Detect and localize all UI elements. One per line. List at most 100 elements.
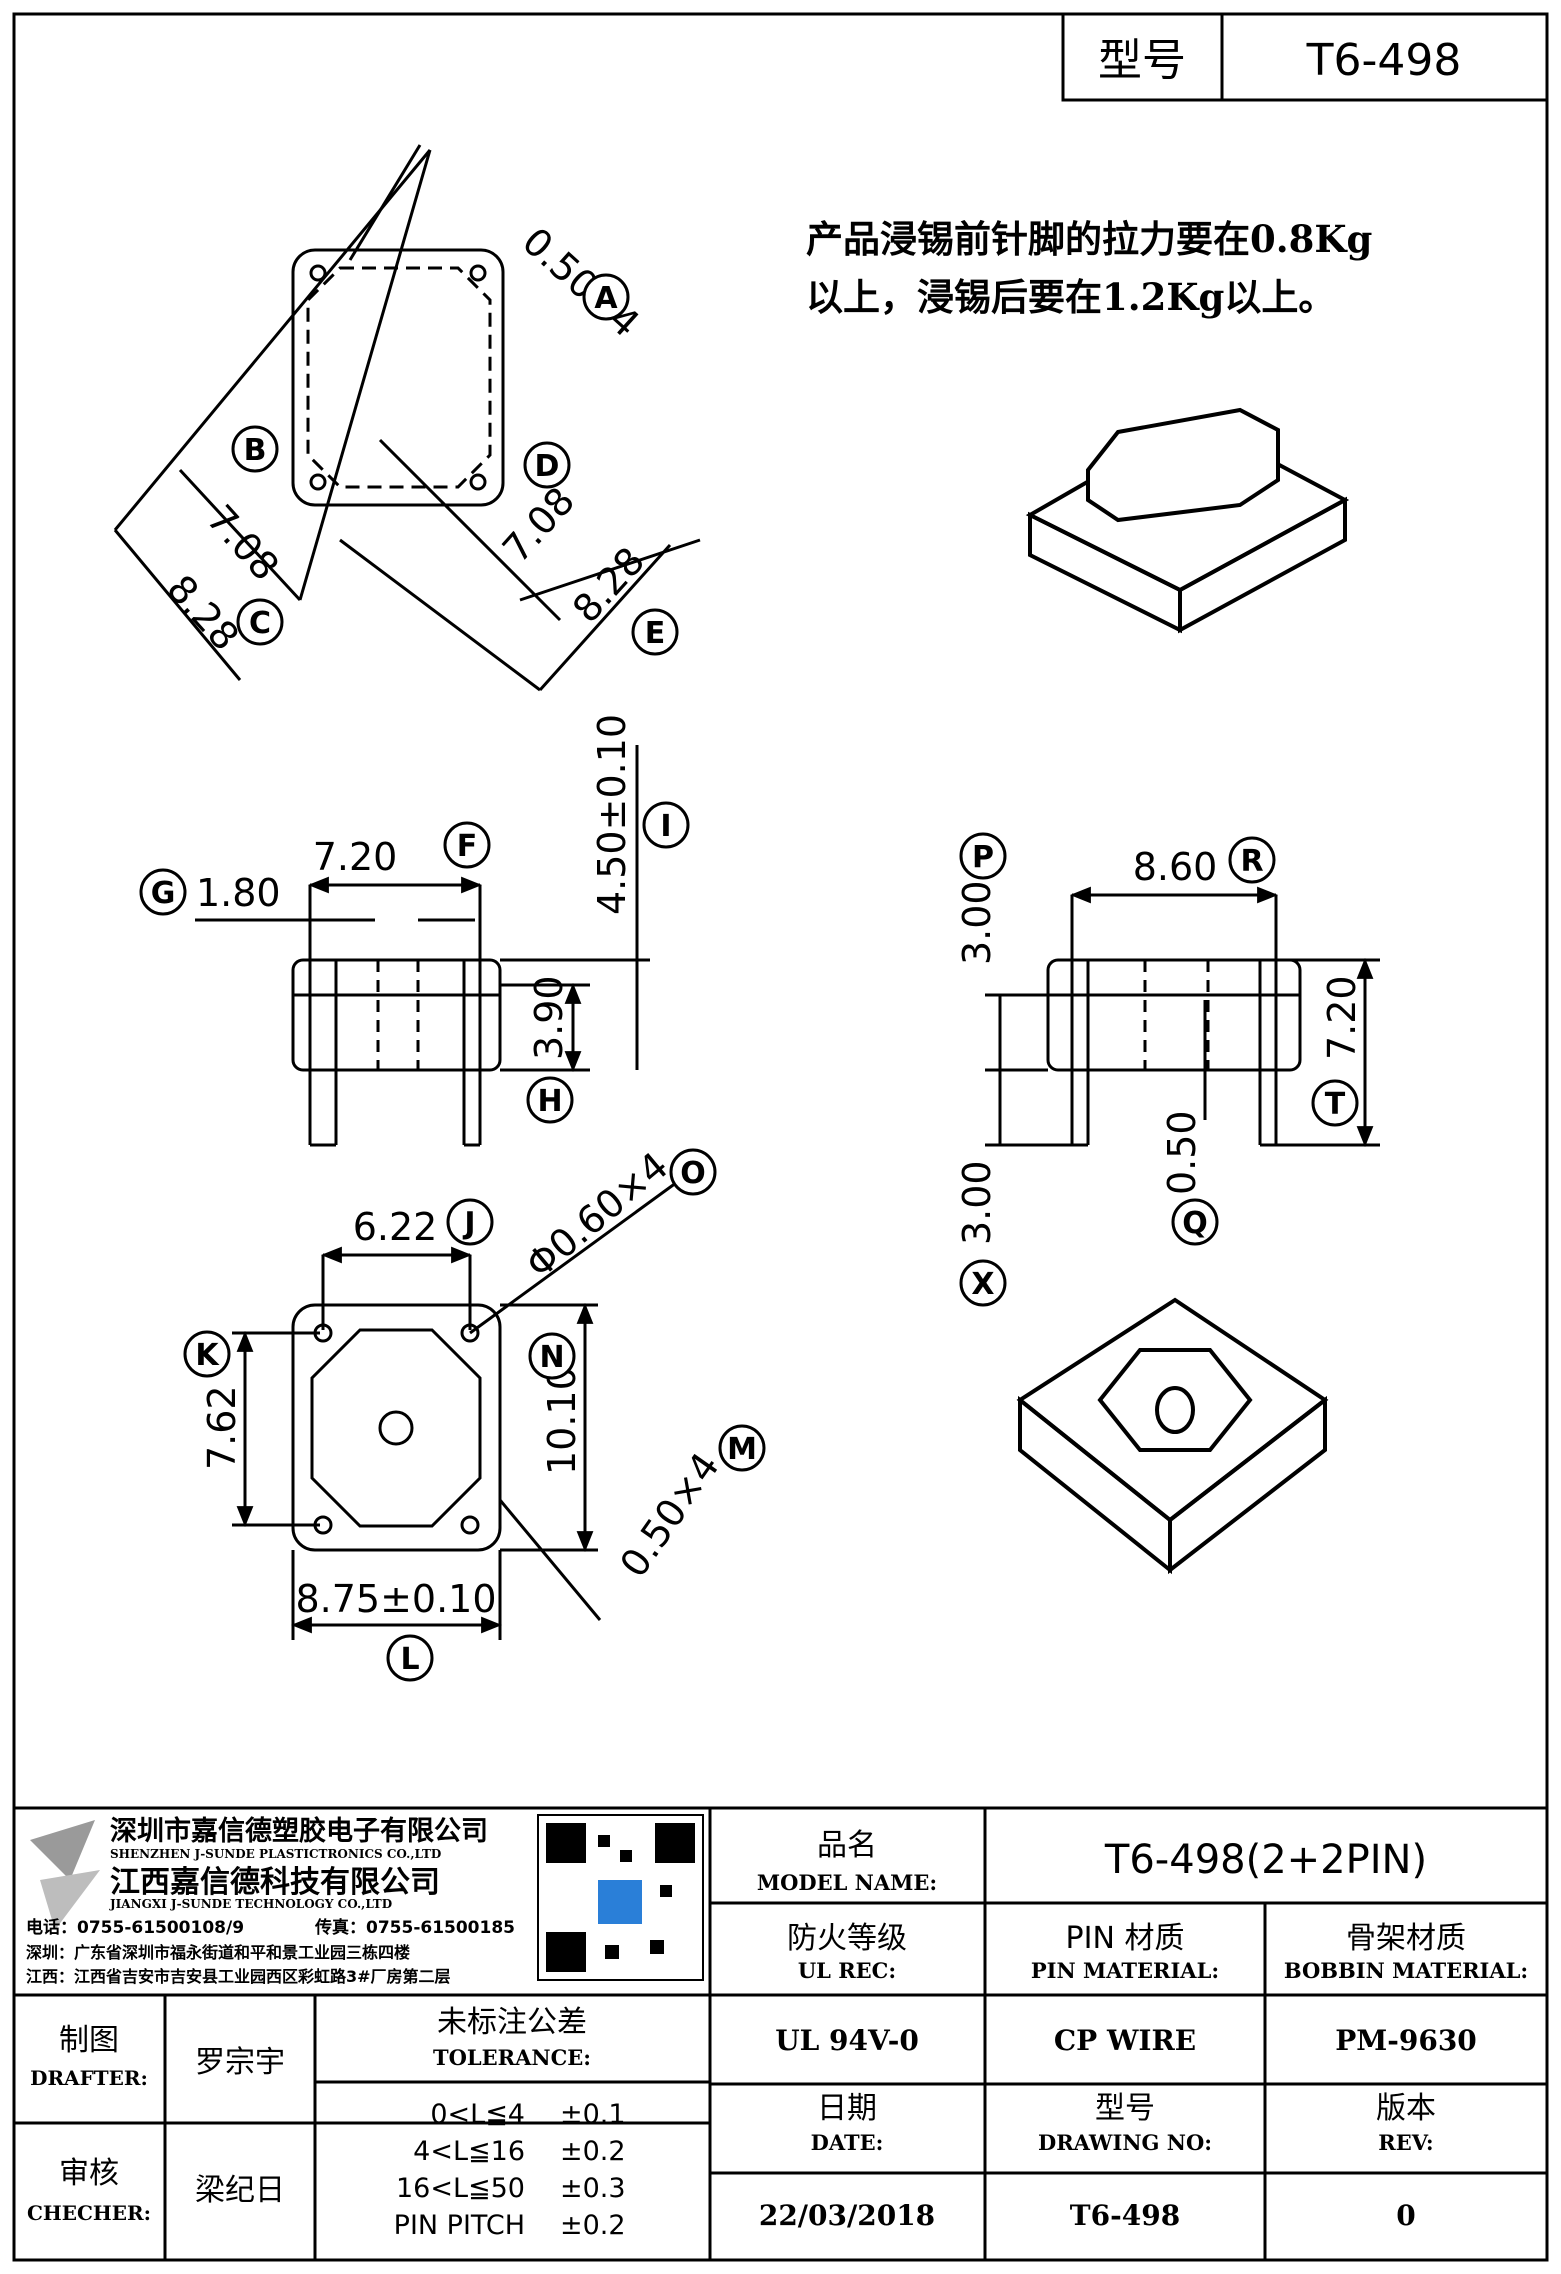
top-view-winding-dashed [306,266,492,489]
iso-view-top [1025,407,1350,634]
leader-slot [498,1499,602,1621]
side-view-body [1046,958,1302,1072]
header-model-box: 型号 T6-498 [1061,12,1549,102]
marker-O: O [669,1148,717,1196]
svg-text:Q: Q [1182,1206,1208,1241]
bottom-view-body [291,1303,502,1552]
drawing-no-value: T6-498 [1070,2199,1180,2232]
side-dim-total-height: 7.20 [1320,975,1364,1060]
sheet-border [12,12,1549,2262]
company-en-2: JIANGXI J-SUNDE TECHNOLOGY CO.,LTD [109,1897,392,1911]
front-dim-width: 7.20 [313,835,398,879]
svg-text:J: J [462,1206,475,1241]
tol-range-3: PIN PITCH [394,2210,525,2241]
header-model-label: 型号 [1098,35,1186,86]
qr-code [537,1814,704,1981]
svg-text:H: H [537,1084,562,1119]
rev-cn: 版本 [1376,2091,1436,2126]
drawing-no-en: DRAWING NO: [1038,2130,1212,2155]
top-view-body [291,248,505,507]
tolerance-table: 0<L≦4 ±0.1 4<L≦16 ±0.2 16<L≦50 ±0.3 PIN … [394,2099,626,2241]
bottom-dim-pin-spacing-x: 6.22 [353,1205,438,1249]
ext-line [378,438,562,622]
header-model-value: T6-498 [1306,35,1462,86]
tol-value-1: ±0.2 [560,2136,626,2167]
top-view-hole [309,473,327,491]
bottom-view-octagon [310,1328,482,1528]
tol-range-0: 0<L≦4 [430,2099,525,2130]
marker-M: M [718,1424,766,1472]
top-view-labels: 0.50×4 7.08 8.28 7.08 8.28 [158,219,653,659]
pin-mat-cn: PIN 材质 [1066,1921,1185,1956]
marker-G: G [139,868,187,916]
marker-X: X [959,1259,1007,1307]
note-line-2: 以上，浸锡后要在1.2Kg以上。 [806,275,1335,319]
company-addr-jx: 江西：江西省吉安市吉安县工业园西区彩虹路3#厂房第二层 [26,1967,451,1986]
company-en-1: SHENZHEN J-SUNDE PLASTICTRONICS CO.,LTD [110,1847,441,1861]
side-dim-pin-width: 0.50 [1160,1110,1204,1195]
company-fax: 传真：0755-61500185 [314,1917,515,1938]
front-view-body [291,958,502,1072]
top-dim-inner-right: 7.08 [494,479,583,571]
ext-line [113,529,242,681]
svg-text:D: D [535,449,560,484]
date-value: 22/03/2018 [759,2199,935,2232]
svg-text:C: C [249,606,271,641]
svg-text:N: N [539,1340,564,1375]
ext-line [178,468,302,602]
bottom-dim-pin-spacing-y: 7.62 [200,1385,244,1470]
marker-K: K [183,1330,231,1378]
bobbin-material-value: PM-9630 [1335,2024,1477,2057]
bottom-dim-height: 10.10 [540,1366,584,1475]
checker-cn: 审核 [59,2156,119,2191]
ul-en: UL REC: [798,1958,896,1983]
side-dim-top-gap: 3.00 [955,880,999,965]
svg-text:E: E [645,616,666,651]
diag-body-left [298,149,432,601]
title-block [14,1806,1547,2260]
svg-text:O: O [680,1156,706,1191]
model-name-en: MODEL NAME: [757,1870,937,1895]
marker-B: B [231,425,279,473]
side-dim-width: 8.60 [1133,845,1218,889]
marker-R: R [1228,836,1276,884]
bottom-dim-pin-hole: Φ0.60×4 [518,1144,677,1287]
company-logo [30,1820,100,1930]
marker-F: F [443,821,491,869]
top-dim-outer-left: 8.28 [158,567,247,659]
side-view-labels: 8.60 3.00 3.00 0.50 7.20 [955,845,1364,1245]
tol-value-2: ±0.3 [560,2173,626,2204]
bottom-view-center-post [378,1410,414,1446]
front-view [195,745,650,1147]
svg-text:B: B [244,433,267,468]
bottom-dim-width: 8.75±0.10 [295,1577,496,1621]
dim-line-8.28-right [538,543,672,692]
diag-body-right [339,538,541,692]
marker-T: T [1311,1079,1359,1127]
marker-L: L [386,1634,434,1682]
leader-hole [469,1178,681,1335]
svg-text:T: T [1325,1087,1346,1122]
marker-A: A [582,273,630,321]
side-dim-bottom-gap: 3.00 [955,1160,999,1245]
svg-text:I: I [660,809,671,844]
top-view-hole [309,264,327,282]
ul-cn: 防火等级 [787,1921,907,1956]
tolerance-cn: 未标注公差 [437,2005,587,2040]
marker-Q: Q [1171,1198,1219,1246]
front-dim-slot: 1.80 [196,871,281,915]
front-dim-total-height: 4.50±0.10 [590,714,634,915]
checker-en: CHECHER: [27,2201,151,2225]
pin-hole [460,1515,480,1535]
drafter-en: DRAFTER: [30,2066,148,2090]
pin-material-value: CP WIRE [1054,2024,1196,2057]
iso-view-bottom [1016,1297,1329,1575]
bobbin-mat-cn: 骨架材质 [1346,1921,1466,1956]
svg-text:A: A [594,281,618,316]
note-line-1: 产品浸锡前针脚的拉力要在0.8Kg [806,217,1372,261]
svg-text:L: L [400,1642,419,1677]
bottom-view [232,1178,681,1640]
top-dim-pin-slot: 0.50×4 [514,219,648,346]
front-dim-body-height: 3.90 [527,975,571,1060]
